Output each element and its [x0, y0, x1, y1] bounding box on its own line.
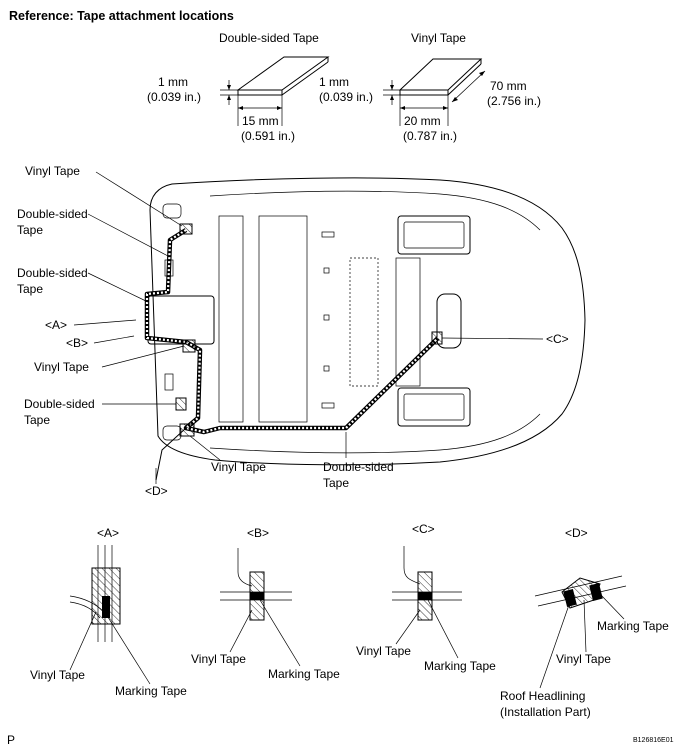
double-sided-width-in: (0.591 in.) — [241, 129, 295, 143]
vinyl-tape-top — [398, 58, 483, 91]
tape-block-lower — [175, 397, 187, 411]
detail-a-label: <A> — [97, 526, 119, 540]
footer-p: P — [7, 733, 15, 747]
detail-b-marking-tape — [250, 592, 264, 600]
callout-double-sided-3a: Double-sided — [24, 397, 95, 411]
wire-harness — [144, 223, 443, 481]
callout-b: <B> — [66, 336, 88, 350]
sunroof-area — [349, 257, 379, 387]
double-sided-tape-front — [237, 89, 283, 96]
detail-d-marking-label: Marking Tape — [597, 619, 669, 633]
detail-a: <A> Vinyl Tape Marking Tape — [30, 526, 187, 698]
callout-double-sided-4a: Double-sided — [323, 460, 394, 474]
detail-d-marking-left — [563, 589, 577, 607]
double-sided-tape-heading: Double-sided Tape — [219, 31, 319, 45]
callout-c: <C> — [546, 332, 569, 346]
roof-panel-1 — [258, 215, 308, 423]
detail-a-marking-tape — [102, 596, 110, 618]
vinyl-width-mm: 20 mm — [404, 114, 441, 128]
detail-b-label: <B> — [247, 526, 269, 540]
double-sided-thickness-mm: 1 mm — [158, 75, 188, 89]
callout-d: <D> — [145, 484, 168, 498]
tape-block-c — [431, 331, 443, 345]
inner-mirror — [436, 293, 462, 349]
detail-c: <C> Vinyl Tape Marking Tape — [356, 522, 496, 673]
detail-d-roof-label-a: Roof Headlining — [500, 689, 585, 703]
figure-code: B126816E01 — [633, 737, 674, 744]
vinyl-width-in: (0.787 in.) — [403, 129, 457, 143]
callout-double-sided-2b: Tape — [17, 282, 43, 296]
vinyl-tape-spec: Vinyl Tape 1 mm (0.039 in.) 20 mm (0.787… — [319, 31, 541, 143]
page-title: Reference: Tape attachment locations — [9, 9, 234, 23]
vinyl-length-mm: 70 mm — [490, 79, 527, 93]
callout-vinyl-tape-3: Vinyl Tape — [211, 460, 266, 474]
vinyl-tape-heading: Vinyl Tape — [411, 31, 466, 45]
vehicle-roof-outline — [147, 177, 586, 466]
harness-tail — [155, 427, 187, 481]
callout-double-sided-2a: Double-sided — [17, 266, 88, 280]
vinyl-thickness-mm: 1 mm — [319, 75, 349, 89]
vinyl-tape-front — [399, 89, 449, 96]
detail-d-vinyl-label: Vinyl Tape — [556, 652, 611, 666]
double-sided-width-mm: 15 mm — [242, 114, 279, 128]
detail-d-label: <D> — [565, 526, 588, 540]
callout-vinyl-tape-2: Vinyl Tape — [34, 360, 89, 374]
double-sided-tape-top — [236, 56, 330, 91]
detail-c-label: <C> — [412, 522, 435, 536]
main-callouts: Vinyl Tape Double-sided Tape Double-side… — [17, 164, 569, 498]
tape-block-d — [179, 423, 195, 437]
callout-double-sided-3b: Tape — [24, 413, 50, 427]
detail-d: <D> Marking Tape Vinyl Tape Roof Headlin… — [500, 526, 669, 719]
detail-c-vinyl-label: Vinyl Tape — [356, 644, 411, 658]
callout-vinyl-tape-1: Vinyl Tape — [25, 164, 80, 178]
roof-bow-1 — [218, 215, 244, 423]
detail-b-marking-label: Marking Tape — [268, 667, 340, 681]
sun-visor-right — [397, 387, 471, 427]
detail-a-marking-label: Marking Tape — [115, 684, 187, 698]
detail-b: <B> Vinyl Tape Marking Tape — [191, 526, 340, 681]
callout-double-sided-1b: Tape — [17, 223, 43, 237]
callout-double-sided-4b: Tape — [323, 476, 349, 490]
vinyl-thickness-in: (0.039 in.) — [319, 90, 373, 104]
detail-b-vinyl-label: Vinyl Tape — [191, 652, 246, 666]
double-sided-tape-spec: Double-sided Tape 1 mm (0.039 in.) 15 mm… — [147, 31, 330, 143]
vinyl-length-in: (2.756 in.) — [487, 94, 541, 108]
detail-a-vinyl-label: Vinyl Tape — [30, 668, 85, 682]
tape-block-top — [179, 223, 193, 235]
detail-c-marking-label: Marking Tape — [424, 659, 496, 673]
roof-bow-2 — [395, 257, 421, 387]
callout-a: <A> — [45, 318, 67, 332]
sun-visor-left — [397, 215, 471, 255]
rear-module — [147, 295, 215, 345]
callout-double-sided-1a: Double-sided — [17, 207, 88, 221]
detail-d-marking-right — [589, 583, 603, 601]
detail-c-marking-tape — [418, 592, 432, 600]
tape-block-mid — [182, 339, 196, 353]
double-sided-thickness-in: (0.039 in.) — [147, 90, 201, 104]
detail-d-roof-label-b: (Installation Part) — [500, 705, 591, 719]
